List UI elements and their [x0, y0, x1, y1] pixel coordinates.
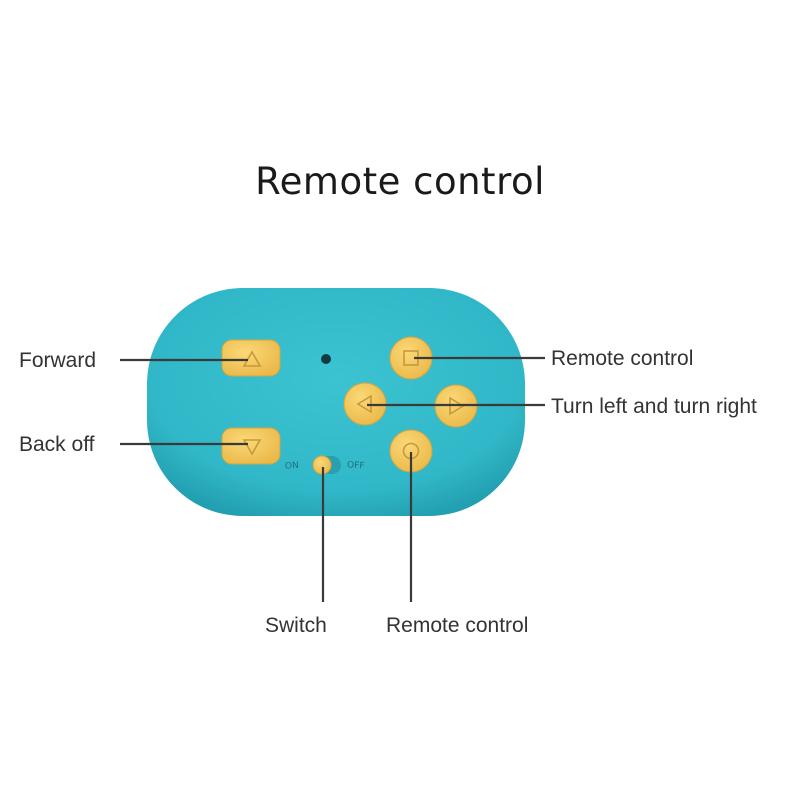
back-off-button[interactable] — [221, 427, 281, 465]
callout-back-off: Back off — [19, 433, 95, 456]
switch-off-text: OFF — [347, 460, 365, 471]
callout-lines — [120, 356, 545, 602]
indicator-dot — [321, 354, 331, 364]
switch-on-text: ON — [285, 461, 299, 472]
triangle-down-icon — [242, 439, 262, 456]
turn-left-button[interactable] — [343, 382, 387, 426]
callout-turn-left-right: Turn left and turn right — [551, 395, 757, 418]
power-switch[interactable] — [312, 455, 341, 475]
callout-remote-control-bottom: Remote control — [386, 614, 529, 637]
callout-forward: Forward — [19, 349, 97, 372]
page-title: Remote control — [255, 160, 545, 203]
callout-remote-control-top: Remote control — [551, 347, 694, 370]
forward-button[interactable] — [221, 339, 281, 377]
callout-switch: Switch — [265, 614, 327, 637]
